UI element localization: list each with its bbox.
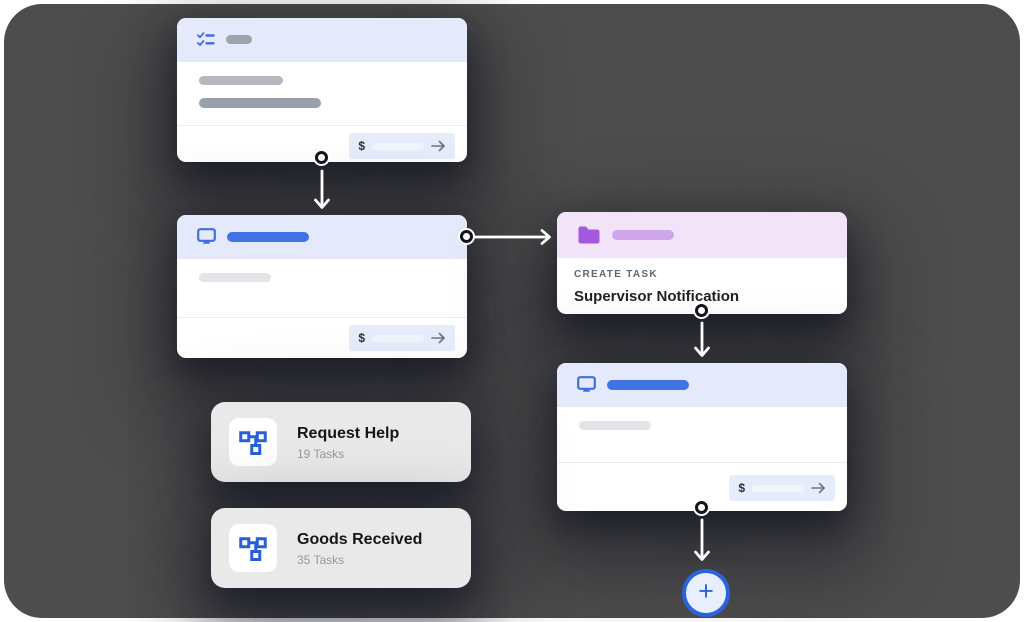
process-card-goods-received[interactable]: Goods Received 35 Tasks (211, 508, 471, 588)
process-card-request-help[interactable]: Request Help 19 Tasks (211, 402, 471, 482)
connector-dot-middle-card-right[interactable] (460, 230, 473, 243)
currency-symbol: $ (358, 331, 365, 345)
connector-dot-createtask-bottom[interactable] (695, 304, 708, 317)
process-title: Goods Received (297, 530, 423, 548)
folder-icon (577, 225, 601, 245)
process-task-count: 35 Tasks (297, 552, 345, 567)
currency-symbol: $ (738, 481, 745, 495)
amount-submit-button[interactable]: $ (349, 133, 455, 159)
create-task-title: Supervisor Notification (574, 288, 740, 305)
amount-submit-button[interactable]: $ (349, 325, 455, 351)
divider (177, 317, 467, 318)
monitor-icon (197, 228, 216, 245)
task-card-top[interactable]: $ (177, 18, 467, 162)
connector-dot-right-card-bottom[interactable] (695, 501, 708, 514)
amount-placeholder-pill (752, 484, 804, 492)
process-icon-tile (229, 524, 277, 572)
arrow-right-icon (811, 482, 826, 494)
text-placeholder-pill (579, 421, 651, 430)
text-placeholder-pill (199, 273, 271, 282)
task-card-middle[interactable]: $ (177, 215, 467, 358)
process-icon-tile (229, 418, 277, 466)
process-task-count: 19 Tasks (297, 446, 345, 461)
arrow-right-icon (431, 332, 446, 344)
task-card-top-header (177, 18, 467, 62)
process-title: Request Help (297, 424, 400, 442)
header-placeholder-pill (612, 229, 674, 240)
arrow-right-icon (431, 140, 446, 152)
plus-icon: + (698, 576, 714, 606)
header-placeholder-pill (226, 35, 252, 44)
header-placeholder-pill (607, 379, 689, 390)
text-placeholder-pill (199, 98, 321, 108)
checklist-icon (197, 31, 215, 48)
amount-submit-button[interactable]: $ (729, 475, 835, 501)
create-task-card-header (557, 212, 847, 258)
header-placeholder-pill (227, 231, 309, 242)
workflow-canvas: $ $ (4, 4, 1020, 618)
task-card-right[interactable]: $ (557, 363, 847, 511)
text-placeholder-pill (199, 76, 283, 85)
amount-placeholder-pill (372, 142, 424, 150)
create-task-eyebrow: CREATE TASK (574, 269, 658, 280)
amount-placeholder-pill (372, 334, 424, 342)
connector-dot-top-card-bottom[interactable] (315, 151, 328, 164)
currency-symbol: $ (358, 139, 365, 153)
task-card-right-header (557, 363, 847, 407)
sitemap-icon (238, 533, 268, 563)
sitemap-icon (238, 427, 268, 457)
task-card-middle-header (177, 215, 467, 259)
divider (557, 462, 847, 463)
monitor-icon (577, 376, 596, 393)
divider (177, 125, 467, 126)
create-task-card[interactable]: CREATE TASK Supervisor Notification (557, 212, 847, 314)
add-node-button[interactable]: + (682, 569, 730, 617)
